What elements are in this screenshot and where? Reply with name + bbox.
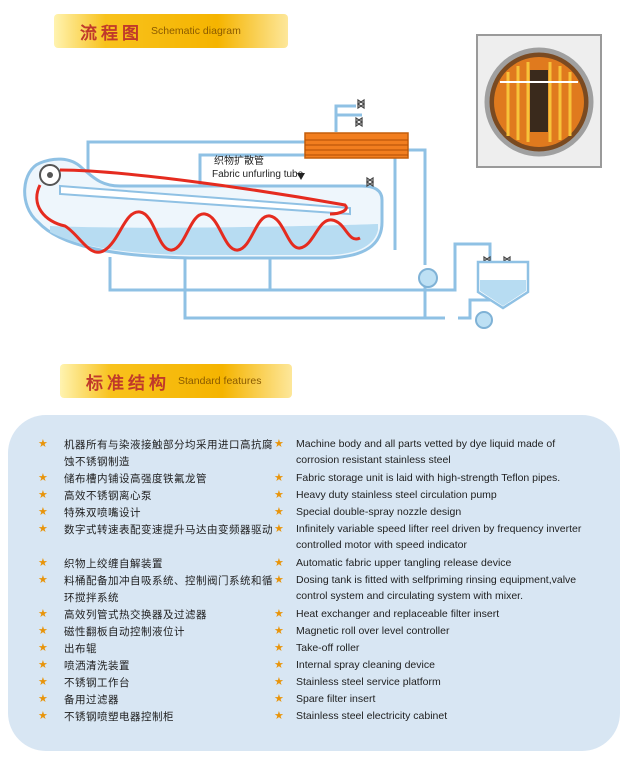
feature-item: ★ 机器所有与染液接触部分均采用进口高抗腐蚀不锈钢制造 ★ Machine bo… — [38, 437, 598, 471]
feature-text-en: Spare filter insert — [296, 693, 376, 705]
feature-item: ★ 磁性翻板自动控制液位计 ★ Magnetic roll over level… — [38, 624, 598, 641]
feature-text-zh: 数字式转速表配变速提升马达由变频器驱动 — [64, 524, 273, 536]
star-icon: ★ — [38, 437, 48, 450]
feature-item: ★ 喷洒清洗装置 ★ Internal spray cleaning devic… — [38, 658, 598, 675]
feature-text-zh: 出布辊 — [64, 643, 97, 655]
star-icon: ★ — [274, 692, 284, 705]
dosing-pump — [475, 311, 493, 329]
star-icon: ★ — [274, 573, 284, 586]
feature-text-zh: 织物上绞缠自解装置 — [64, 558, 163, 570]
feature-text-en: Special double-spray nozzle design — [296, 506, 462, 518]
feature-item: ★ 织物上绞缠自解装置 ★ Automatic fabric upper tan… — [38, 556, 598, 573]
feature-text-en: Take-off roller — [296, 642, 360, 654]
star-icon: ★ — [274, 522, 284, 535]
piping — [86, 104, 515, 320]
feature-item: ★ 特殊双喷嘴设计 ★ Special double-spray nozzle … — [38, 505, 598, 522]
schematic-title-zh: 流程图 — [80, 23, 143, 44]
star-icon: ★ — [38, 641, 48, 654]
feature-text-zh: 机器所有与染液接触部分均采用进口高抗腐蚀不锈钢制造 — [64, 439, 273, 468]
circulation-pump — [418, 268, 438, 288]
feature-item: ★ 料桶配备加冲自吸系统、控制阀门系统和循环搅拌系统 ★ Dosing tank… — [38, 573, 598, 607]
star-icon: ★ — [38, 556, 48, 569]
fabric-unfurling-tube — [59, 184, 351, 216]
feature-text-zh: 特殊双喷嘴设计 — [64, 507, 141, 519]
feature-text-en: Stainless steel service platform — [296, 676, 441, 688]
label-arrow — [297, 173, 305, 180]
star-icon: ★ — [38, 675, 48, 688]
star-icon: ★ — [274, 505, 284, 518]
star-icon: ★ — [274, 607, 284, 620]
feature-item: ★ 不锈钢喷塑电器控制柜 ★ Stainless steel electrici… — [38, 709, 598, 726]
feature-text-zh: 不锈钢工作台 — [64, 677, 130, 689]
feature-text-en: Dosing tank is fitted with selfpriming r… — [296, 574, 577, 602]
star-icon: ★ — [38, 573, 48, 586]
star-icon: ★ — [38, 658, 48, 671]
fabric-path — [35, 168, 361, 254]
feature-text-en: Heat exchanger and replaceable filter in… — [296, 608, 500, 620]
feature-text-zh: 磁性翻板自动控制液位计 — [64, 626, 185, 638]
features-list: ★ 机器所有与染液接触部分均采用进口高抗腐蚀不锈钢制造 ★ Machine bo… — [38, 437, 598, 726]
star-icon: ★ — [274, 471, 284, 484]
features-title-zh: 标准结构 — [86, 373, 170, 394]
feature-text-zh: 高效不锈钢离心泵 — [64, 490, 152, 502]
feature-text-zh: 不锈钢喷塑电器控制柜 — [64, 711, 174, 723]
star-icon: ★ — [274, 675, 284, 688]
machine-photo — [476, 34, 602, 168]
features-panel — [8, 415, 620, 751]
star-icon: ★ — [38, 522, 48, 535]
feature-text-en: Fabric storage unit is laid with high-st… — [296, 472, 561, 484]
feature-item: ★ 不锈钢工作台 ★ Stainless steel service platf… — [38, 675, 598, 692]
feature-item: ★ 高效不锈钢离心泵 ★ Heavy duty stainless steel … — [38, 488, 598, 505]
feature-text-en: Internal spray cleaning device — [296, 659, 435, 671]
star-icon: ★ — [38, 471, 48, 484]
feature-item: ★ 数字式转速表配变速提升马达由变频器驱动 ★ Infinitely varia… — [38, 522, 598, 556]
feature-item: ★ 出布辊 ★ Take-off roller — [38, 641, 598, 658]
star-icon: ★ — [274, 488, 284, 501]
feature-text-zh: 料桶配备加冲自吸系统、控制阀门系统和循环搅拌系统 — [64, 575, 273, 604]
features-section-header: 标准结构 Standard features — [60, 364, 292, 398]
feature-text-en: Magnetic roll over level controller — [296, 625, 450, 637]
star-icon: ★ — [274, 658, 284, 671]
star-icon: ★ — [38, 624, 48, 637]
feature-text-zh: 储布槽内铺设高强度铁氟龙管 — [64, 473, 207, 485]
feature-item: ★ 备用过滤器 ★ Spare filter insert — [38, 692, 598, 709]
tube-label-en: Fabric unfurling tube — [212, 169, 304, 180]
feature-text-zh: 高效列管式热交换器及过滤器 — [64, 609, 207, 621]
star-icon: ★ — [274, 437, 284, 450]
feature-text-zh: 备用过滤器 — [64, 694, 119, 706]
feature-text-en: Heavy duty stainless steel circulation p… — [296, 489, 497, 501]
feature-text-en: Infinitely variable speed lifter reel dr… — [296, 523, 582, 551]
star-icon: ★ — [38, 488, 48, 501]
feature-text-zh: 喷洒清洗装置 — [64, 660, 130, 672]
features-title-en: Standard features — [178, 375, 262, 387]
feature-item: ★ 高效列管式热交换器及过滤器 ★ Heat exchanger and rep… — [38, 607, 598, 624]
star-icon: ★ — [274, 556, 284, 569]
tube-label-zh: 织物扩散管 — [214, 154, 264, 167]
star-icon: ★ — [274, 641, 284, 654]
schematic-section-header: 流程图 Schematic diagram — [54, 14, 288, 48]
star-icon: ★ — [274, 624, 284, 637]
schematic-title-en: Schematic diagram — [151, 25, 241, 37]
schematic-diagram: 织物扩散管 Fabric unfurling tube — [23, 98, 530, 329]
star-icon: ★ — [38, 607, 48, 620]
star-icon: ★ — [38, 709, 48, 722]
star-icon: ★ — [38, 692, 48, 705]
feature-text-en: Automatic fabric upper tangling release … — [296, 557, 512, 569]
feature-item: ★ 储布槽内铺设高强度铁氟龙管 ★ Fabric storage unit is… — [38, 471, 598, 488]
star-icon: ★ — [274, 709, 284, 722]
feature-text-en: Machine body and all parts vetted by dye… — [296, 438, 556, 466]
star-icon: ★ — [38, 505, 48, 518]
feature-text-en: Stainless steel electricity cabinet — [296, 710, 448, 722]
